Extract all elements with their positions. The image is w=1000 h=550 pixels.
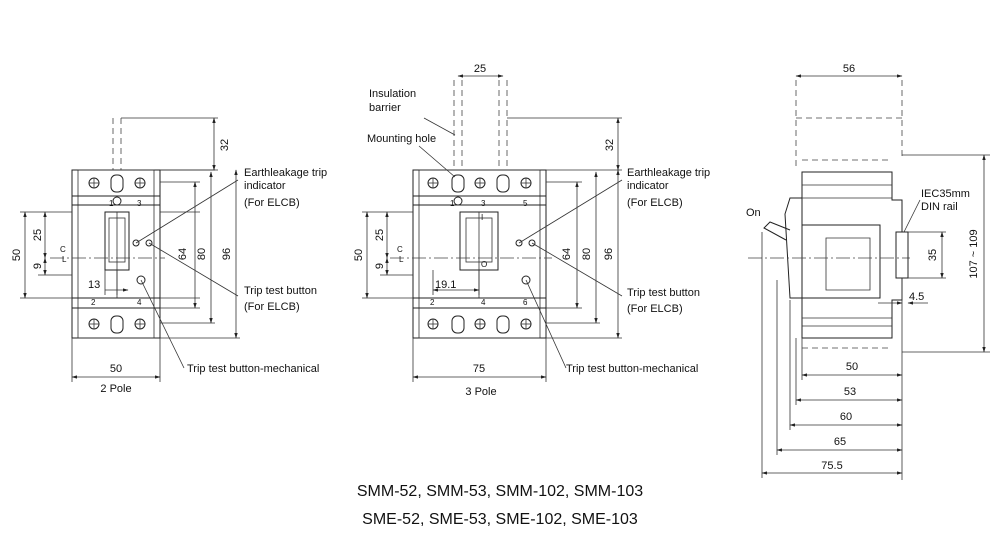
three-pole-term-4: 4 [481, 298, 486, 307]
three-pole-dim-25: 25 [374, 229, 386, 241]
svg-text:L: L [399, 255, 404, 264]
two-pole-dim-96: 96 [221, 248, 233, 260]
two-pole-view: CL C L 1 3 2 4 32 50 25 9 13 64 [11, 117, 327, 395]
three-pole-dim-32: 32 [604, 139, 616, 151]
three-pole-ttb-line2: (For ELCB) [627, 303, 683, 315]
two-pole-term-2: 2 [91, 298, 96, 307]
din-rail-label-1: IEC35mm [921, 188, 970, 200]
three-pole-trip-indicator [515, 239, 523, 247]
two-pole-trip-indicator [132, 239, 140, 247]
two-pole-elt-line1: Earthleakage trip [244, 167, 327, 179]
three-pole-view: CL C L 1 3 5 2 4 6 I O 25 32 50 25 9 19.… [353, 63, 710, 398]
three-pole-dim-80: 80 [581, 248, 593, 260]
two-pole-dim-64: 64 [177, 248, 189, 260]
three-pole-body [412, 169, 547, 339]
three-pole-trip-test-button [521, 275, 531, 285]
side-on-label: On [746, 207, 761, 219]
two-pole-body [71, 169, 161, 339]
insulation-barrier-line2: barrier [369, 102, 401, 114]
three-pole-elt-line1: Earthleakage trip [627, 167, 710, 179]
din-rail-label-2: DIN rail [921, 201, 958, 213]
three-pole-dim-75w: 75 [473, 363, 485, 375]
two-pole-elt-line2: indicator [244, 180, 286, 192]
side-dim-60: 60 [840, 411, 852, 423]
two-pole-term-3: 3 [137, 199, 142, 208]
mounting-hole-label: Mounting hole [367, 133, 436, 145]
side-dim-107-109: 107 ~ 109 [968, 229, 980, 278]
side-dim-56: 56 [843, 63, 855, 75]
two-pole-bottom-terminals [88, 315, 146, 334]
din-rail [895, 231, 909, 279]
two-pole-term-4: 4 [137, 298, 142, 307]
two-pole-trip-test-button [136, 275, 146, 285]
three-pole-term-5: 5 [523, 199, 528, 208]
model-line-1: SMM-52, SMM-53, SMM-102, SMM-103 [357, 483, 643, 500]
three-pole-handle-on: I [481, 213, 483, 222]
three-pole-caption: 3 Pole [465, 386, 496, 398]
three-pole-dim-9: 9 [374, 263, 386, 269]
svg-text:C: C [60, 245, 66, 254]
two-pole-ttbm: Trip test button-mechanical [187, 363, 319, 375]
three-pole-dim-19-1: 19.1 [435, 279, 456, 291]
model-line-2: SME-52, SME-53, SME-102, SME-103 [362, 511, 638, 528]
three-pole-top-terminals [427, 174, 532, 206]
three-pole-dim-50v: 50 [353, 249, 365, 261]
three-pole-term-3: 3 [481, 199, 486, 208]
three-pole-elt-line3: (For ELCB) [627, 197, 683, 209]
three-pole-bottom-terminals [427, 315, 532, 334]
side-dim-35: 35 [927, 249, 939, 261]
two-pole-dim-50w: 50 [110, 363, 122, 375]
three-pole-elt-line2: indicator [627, 180, 669, 192]
two-pole-term-1: 1 [109, 199, 114, 208]
svg-text:L: L [62, 255, 67, 264]
insulation-barrier-line1: Insulation [369, 88, 416, 100]
two-pole-dim-25: 25 [32, 229, 44, 241]
two-pole-ttb-line1: Trip test button [244, 285, 317, 297]
three-pole-term-1: 1 [450, 199, 455, 208]
side-dim-65: 65 [834, 436, 846, 448]
two-pole-dim-80: 80 [196, 248, 208, 260]
two-pole-dim-32: 32 [219, 139, 231, 151]
two-pole-elt-line3: (For ELCB) [244, 197, 300, 209]
three-pole-term-2: 2 [430, 298, 435, 307]
side-dim-50: 50 [846, 361, 858, 373]
two-pole-dim-50v: 50 [11, 249, 23, 261]
three-pole-dim-96: 96 [603, 248, 615, 260]
side-view: 56 On IEC35mm DIN rail 35 4.5 [746, 63, 990, 480]
side-body [801, 171, 909, 339]
two-pole-dim-13: 13 [88, 279, 100, 291]
two-pole-top-terminals [88, 174, 146, 206]
three-pole-handle-off: O [481, 260, 487, 269]
side-dim-4-5: 4.5 [909, 291, 924, 303]
two-pole-ttb-line2: (For ELCB) [244, 301, 300, 313]
two-pole-dim-9: 9 [32, 263, 44, 269]
side-dim-75-5: 75.5 [821, 460, 842, 472]
svg-text:C: C [397, 245, 403, 254]
three-pole-dim-25top: 25 [474, 63, 486, 75]
side-dim-53: 53 [844, 386, 856, 398]
side-handle [784, 197, 802, 299]
three-pole-dim-64: 64 [561, 248, 573, 260]
two-pole-caption: 2 Pole [100, 383, 131, 395]
three-pole-ttb-line1: Trip test button [627, 287, 700, 299]
three-pole-term-6: 6 [523, 298, 528, 307]
three-pole-ttbm: Trip test button-mechanical [566, 363, 698, 375]
